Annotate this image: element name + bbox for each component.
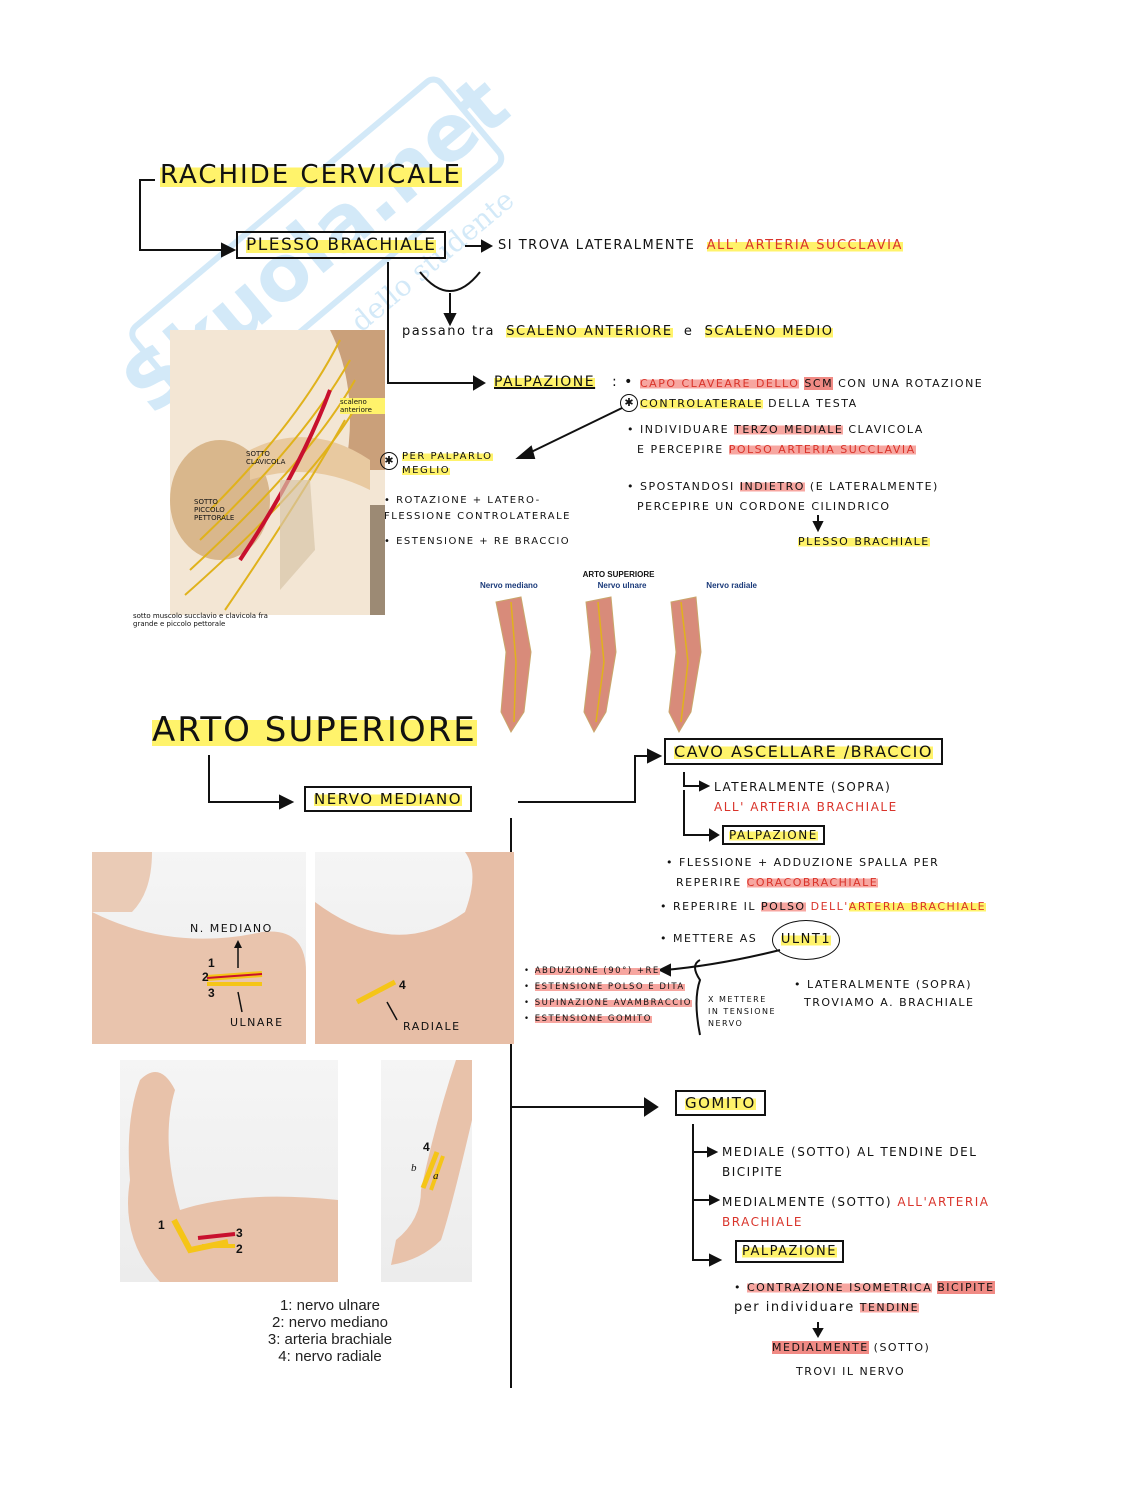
- atlas-title: ARTO SUPERIORE: [582, 570, 655, 579]
- per-palparlo-meglio: PER PALPARLO MEGLIO: [402, 451, 493, 476]
- cavo-ascellare-box: CAVO ASCELLARE /BRACCIO: [664, 738, 943, 765]
- mettere-as: • METTERE AS: [660, 932, 758, 945]
- flessione-note: • FLESSIONE + ADDUZIONE spalla per reper…: [666, 856, 940, 889]
- label-ulnare: ULNARE: [230, 1016, 284, 1029]
- label-2-b: 2: [236, 1242, 243, 1256]
- asterisk-marker-2: ✱: [380, 452, 398, 470]
- label-3-a: 3: [208, 986, 215, 1000]
- label-3-b: 3: [236, 1226, 243, 1240]
- ulnt-steps: • ABDUZIONE (90°) +RE • ESTENSIONE POLSO…: [524, 966, 692, 1024]
- photo-arm-outer: 4 RADIALE: [315, 852, 514, 1044]
- label-b: b: [411, 1162, 417, 1174]
- label-n-mediano: N. MEDIANO: [190, 922, 273, 935]
- lateralmente-sopra: LATERALMENTE (SOPRA) ALL' ARTERIA BRACHI…: [714, 780, 898, 814]
- photo-forearm: 4 b a: [381, 1060, 472, 1282]
- atlas-thumbnail: ARTO SUPERIORE Nervo mediano Nervo ulnar…: [476, 570, 761, 740]
- ulnt1-circle: ULNT1: [772, 920, 840, 960]
- label-1-b: 1: [158, 1218, 165, 1232]
- asterisk-marker: ✱: [620, 394, 638, 412]
- trovi-il-nervo: TROVI IL NERVO: [796, 1365, 906, 1378]
- brachial-plexus-illustration: scaleno anteriore SOTTO CLAVICOLA SOTTO …: [130, 330, 385, 615]
- label-2-a: 2: [202, 970, 209, 984]
- contrazione-note: • CONTRAZIONE ISOMETRICA BICIPITE per in…: [734, 1281, 995, 1315]
- lateralmente-sopra-2: • LATERALMENTE (SOPRA) TROVIAMO A. BRACH…: [794, 978, 975, 1009]
- gomito-mediale: MEDIALE (SOTTO) al TENDINE delBICIPITE: [722, 1145, 978, 1179]
- plesso-brachiale-box: PLESSO BRACHIALE: [236, 231, 447, 259]
- sotto-clavicola-label: SOTTO CLAVICOLA: [246, 450, 286, 466]
- palpazione-colon: : •: [612, 374, 634, 390]
- palpazione-box-2: PALPAZIONE: [735, 1240, 844, 1263]
- photo-legend: 1: nervo ulnare 2: nervo mediano 3: arte…: [210, 1297, 450, 1365]
- gomito-medialmente: MEDIALMENTE (SOTTO) ALL'ARTERIA BRACHIAL…: [722, 1195, 990, 1229]
- label-a: a: [433, 1170, 439, 1182]
- mettere-tensione-note: X METTERE IN TENSIONE NERVO: [708, 995, 777, 1028]
- passano-tra: passano tra SCALENO ANTERIORE e SCALENO …: [402, 324, 834, 339]
- section-title-arto: ARTO SUPERIORE: [152, 710, 477, 750]
- atlas-col-ulnare: Nervo ulnare: [597, 581, 647, 590]
- sotto-piccolo-pettorale-label: SOTTO PICCOLO PETTORALE: [194, 498, 235, 522]
- palp-result: PLESSO BRACHIALE: [798, 535, 930, 548]
- nervo-mediano-box: NERVO MEDIANO: [304, 786, 473, 812]
- palp-point-3: • spostandosi INDIETRO (E LATERALMENTE) …: [627, 480, 939, 513]
- atlas-col-mediano: Nervo mediano: [480, 581, 538, 590]
- photo-elbow-flexed: 1 3 2: [120, 1060, 338, 1282]
- gomito-box: GOMITO: [675, 1090, 766, 1116]
- label-4-b: 4: [423, 1140, 430, 1154]
- legend-item: 3: arteria brachiale: [267, 1331, 393, 1348]
- medialmente-sotto: MEDIALMENTE (SOTTO): [772, 1341, 931, 1354]
- reperire-polso: • REPERIRE IL POLSO dell'ARTERIA BRACHIA…: [660, 900, 987, 913]
- label-radiale: RADIALE: [403, 1020, 461, 1033]
- estensione-note: • ESTENSIONE + RE BRACCIO: [384, 536, 571, 547]
- legend-item: 1: nervo ulnare: [279, 1297, 381, 1314]
- trova-lateralmente: SI TROVA LATERALMENTE ALL' ARTERIA SUCCL…: [498, 238, 903, 253]
- palp-point-2: • individuare TERZO MEDIALE clavicola e …: [627, 423, 924, 456]
- photo-arm-inner: N. MEDIANO 1 2 3 ULNARE: [92, 852, 306, 1044]
- section-title-rachide: RACHIDE CERVICALE: [160, 160, 462, 190]
- label-4-a: 4: [399, 978, 406, 992]
- palpazione-box-1: PALPAZIONE: [722, 825, 825, 845]
- scaleno-label: scaleno anteriore: [340, 398, 385, 414]
- legend-item: 2: nervo mediano: [272, 1314, 388, 1331]
- legend-item: 4: nervo radiale: [278, 1348, 382, 1365]
- palp-point-1: CAPO CLAVEARE dello SCM con una ROTAZION…: [640, 377, 984, 410]
- rotazione-note: • ROTAZIONE + LATERO-FLESSIONE CONTROLAT…: [384, 495, 571, 522]
- illustration-caption: sotto muscolo succlavio e clavicola fra …: [133, 612, 268, 629]
- label-1-a: 1: [208, 956, 215, 970]
- palpazione-title: PALPAZIONE: [494, 374, 596, 390]
- atlas-col-radiale: Nervo radiale: [706, 581, 757, 590]
